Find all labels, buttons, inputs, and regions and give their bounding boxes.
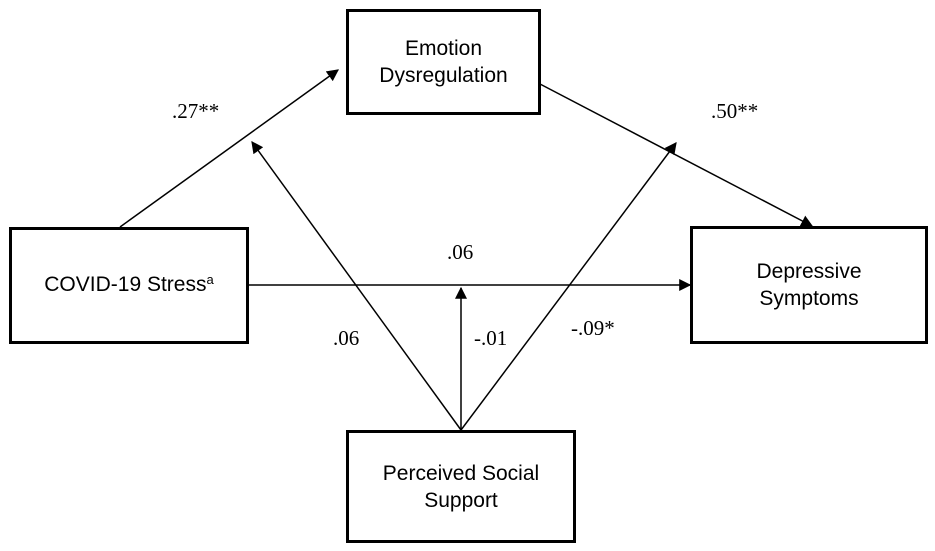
arrow-dysregulation-to-depression (539, 83, 814, 227)
coef-dysregulation-to-depression: .50** (711, 99, 759, 123)
node-perceived-social-support-line1: Perceived Social (382, 461, 540, 485)
arrow-support-to-b-path (460, 142, 677, 431)
node-emotion-dysregulation-line1: Emotion (404, 37, 483, 60)
node-covid-stress: COVID-19 Stressa (9, 227, 249, 344)
node-emotion-dysregulation: Emotion Dysregulation (346, 9, 541, 115)
coef-support-moderates-a-path: .06 (333, 326, 360, 350)
node-covid-stress-label: COVID-19 Stress (44, 273, 207, 296)
node-covid-stress-superscript: a (206, 272, 214, 287)
coef-stress-to-dysregulation: .27** (172, 99, 220, 123)
coef-support-moderates-c-path: -.01 (474, 326, 508, 350)
node-perceived-social-support-line2: Support (424, 488, 498, 512)
node-depressive-symptoms-line2: Symptoms (759, 287, 859, 310)
arrow-stress-to-dysregulation (119, 69, 339, 228)
node-depressive-symptoms: Depressive Symptoms (690, 226, 928, 344)
coef-stress-to-depression: .06 (447, 240, 474, 264)
node-emotion-dysregulation-line2: Dysregulation (379, 64, 508, 87)
node-depressive-symptoms-line1: Depressive (756, 260, 862, 283)
node-covid-stress-label-wrap: COVID-19 Stressa (44, 271, 213, 300)
arrow-support-to-a-path (251, 141, 462, 431)
node-perceived-social-support: Perceived Social Support (346, 430, 576, 543)
coef-support-moderates-b-path: -.09* (571, 316, 615, 340)
